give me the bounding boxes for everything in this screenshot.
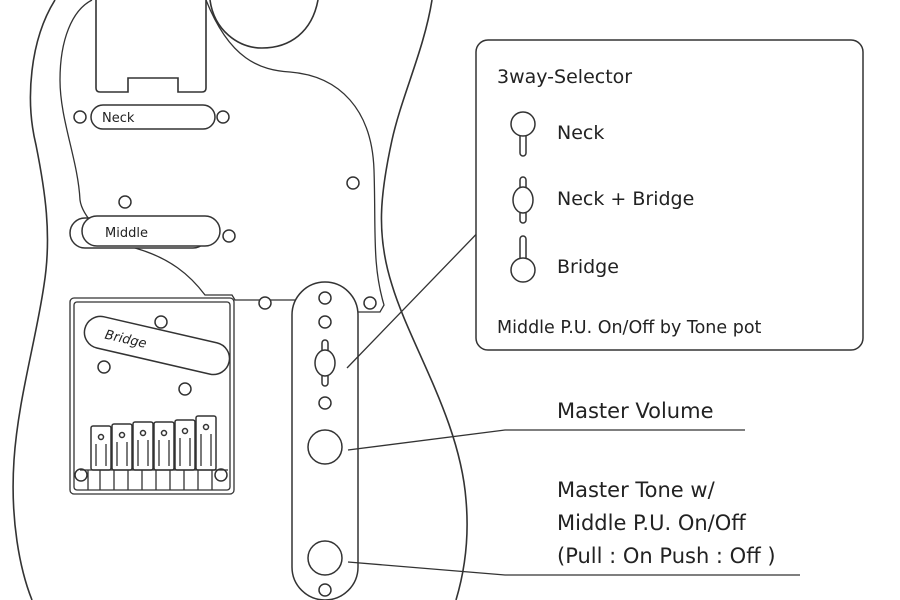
tone-knob	[307, 540, 343, 576]
bridge-plate	[69, 297, 235, 495]
selector-callout-line	[346, 219, 491, 369]
master-tone-label-line-3: (Pull : On Push : Off )	[557, 544, 776, 568]
selector-switch-icon	[314, 339, 336, 387]
neck-pickup-label: Neck	[102, 111, 135, 126]
selector-info-box: 3way-Selector Neck Neck + Bridge Bridge …	[475, 39, 864, 351]
selector-neck-bridge-icon	[512, 176, 534, 224]
volume-callout-line	[347, 429, 745, 451]
neck-pocket	[95, 0, 207, 93]
selector-position-neck: Neck	[557, 122, 604, 144]
bridge-saddles	[80, 415, 228, 490]
tone-callout-line	[347, 561, 800, 576]
master-tone-label-line-1: Master Tone w/	[557, 478, 716, 502]
selector-box-note: Middle P.U. On/Off by Tone pot	[497, 318, 762, 338]
guitar-body-outline	[12, 0, 56, 600]
selector-position-bridge: Bridge	[557, 256, 619, 278]
guitar-body-outline-right	[380, 0, 468, 600]
master-tone-label-line-2: Middle P.U. On/Off	[557, 511, 746, 535]
selector-position-neck-bridge: Neck + Bridge	[557, 188, 694, 210]
master-volume-label: Master Volume	[557, 399, 714, 423]
horn-cutaway	[209, 0, 319, 49]
volume-knob	[307, 429, 343, 465]
selector-box-title: 3way-Selector	[497, 66, 632, 88]
middle-pickup-label: Middle	[105, 226, 148, 241]
middle-pickup: Middle	[69, 215, 236, 249]
pickguard-outline	[59, 0, 385, 313]
selector-bridge-icon	[510, 235, 536, 283]
pickguard-screws	[118, 176, 377, 310]
bridge-pickup: Bridge	[83, 315, 231, 376]
selector-neck-icon	[510, 111, 536, 157]
neck-pickup: Neck	[73, 104, 230, 130]
